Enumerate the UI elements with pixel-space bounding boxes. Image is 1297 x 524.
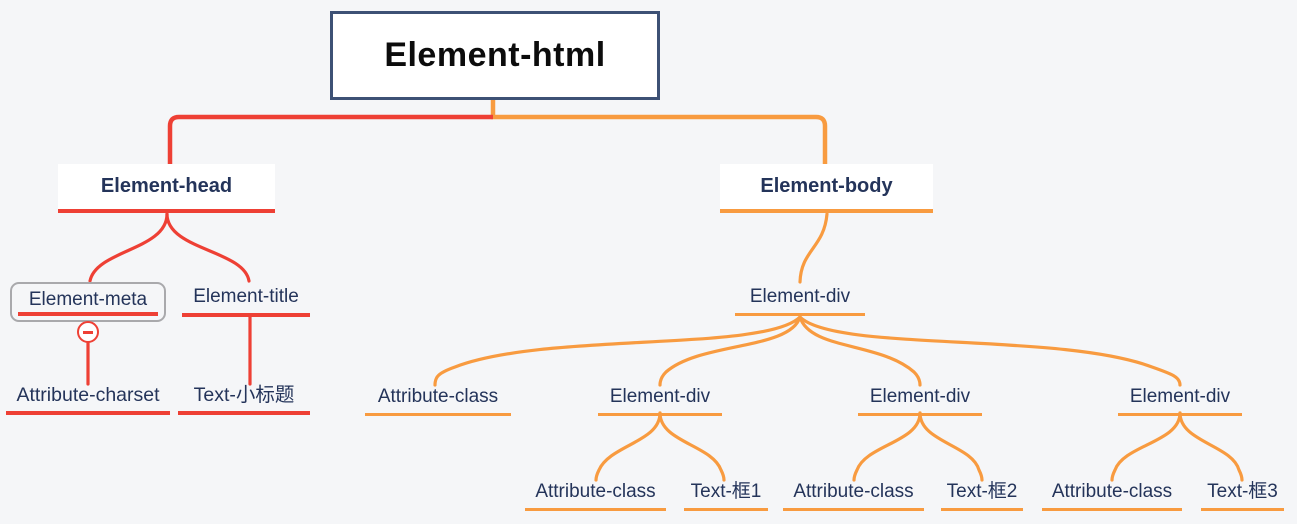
node-text-box3[interactable]: Text-框3	[1201, 481, 1284, 511]
connector-body-to-div	[798, 212, 829, 284]
node-text-subtitle[interactable]: Text-小标题	[178, 384, 310, 416]
node-element-body[interactable]: Element-body	[720, 164, 933, 213]
node-text-box2[interactable]: Text-框2	[941, 481, 1023, 511]
node-attribute-class-1[interactable]: Attribute-class	[365, 386, 511, 416]
node-attribute-class-3[interactable]: Attribute-class	[783, 481, 924, 511]
connector-div3-to-text2	[918, 411, 984, 482]
connector-head-to-meta	[88, 212, 169, 283]
connector-div-to-div4	[798, 315, 1182, 387]
node-element-head[interactable]: Element-head	[58, 164, 275, 213]
node-attribute-charset[interactable]: Attribute-charset	[6, 384, 170, 416]
connector-div3-to-attrclass	[852, 411, 922, 482]
node-element-title[interactable]: Element-title	[182, 286, 310, 317]
connector-div-to-attrclass	[433, 315, 802, 387]
connector-div-to-div3	[798, 315, 922, 387]
connector-div4-to-attrclass	[1110, 411, 1182, 482]
node-element-div-4[interactable]: Element-div	[1118, 386, 1242, 416]
node-attribute-class-4[interactable]: Attribute-class	[1042, 481, 1182, 511]
node-element-div-2[interactable]: Element-div	[598, 386, 722, 416]
connector-div2-to-text1	[658, 411, 726, 482]
connector-head-to-title	[165, 212, 251, 283]
node-element-html[interactable]: Element-html	[330, 11, 660, 100]
node-element-meta-label: Element-meta	[28, 289, 148, 310]
connector-div-to-div2	[658, 315, 802, 387]
node-element-div[interactable]: Element-div	[735, 286, 865, 316]
collapse-minus-icon[interactable]	[77, 321, 99, 343]
connector-div2-to-attrclass	[594, 411, 662, 482]
node-attribute-class-2[interactable]: Attribute-class	[525, 481, 666, 511]
connector-root-to-head	[167, 114, 493, 164]
connector-root-to-body	[490, 99, 828, 164]
node-element-div-3[interactable]: Element-div	[858, 386, 982, 416]
connector-div4-to-text3	[1178, 411, 1244, 482]
node-element-meta[interactable]: Element-meta	[10, 282, 166, 322]
node-text-box1[interactable]: Text-框1	[684, 481, 768, 511]
meta-underline	[18, 312, 158, 316]
